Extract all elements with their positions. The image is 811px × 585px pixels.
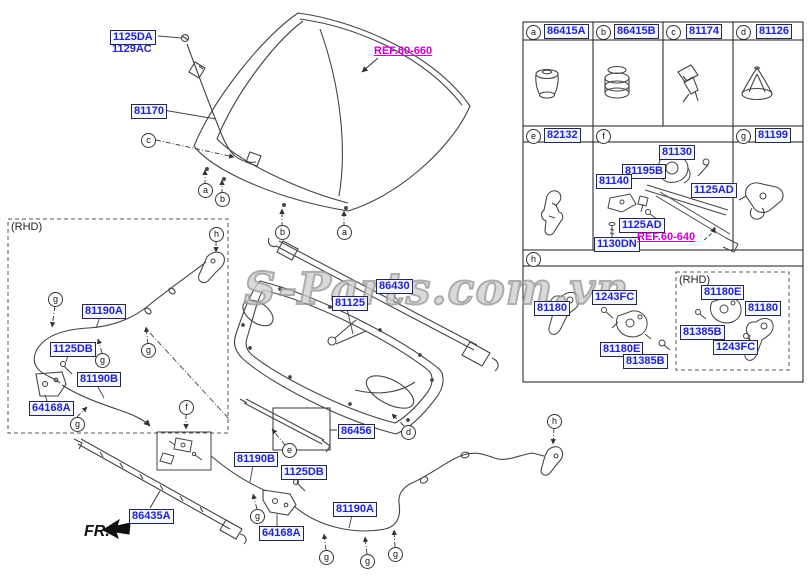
- part-label-64168a[interactable]: 64168A: [259, 526, 304, 541]
- callout-leader-lines: [50, 139, 557, 555]
- part-label-81195b[interactable]: 81195B: [622, 164, 666, 179]
- trim-clip-icon: [541, 190, 564, 236]
- part-label-64168a-rhd[interactable]: 64168A: [29, 401, 74, 416]
- part-label-1125db[interactable]: 1125DB: [281, 465, 327, 480]
- table-callout-g: g: [736, 129, 751, 144]
- table-callout-d: d: [736, 25, 751, 40]
- hood-release-handle-art: [548, 271, 790, 371]
- callout-g: g: [95, 353, 110, 368]
- table-part-86415b[interactable]: 86415B: [614, 24, 659, 39]
- hood-insulator-pad-art: [233, 280, 444, 435]
- retainer-clip-icon: [677, 64, 699, 103]
- callout-g: g: [319, 550, 334, 565]
- part-label-81180-rhd[interactable]: 81180: [745, 301, 781, 316]
- part-label-1130dn[interactable]: 1130DN: [594, 237, 640, 252]
- table-callout-f: f: [596, 129, 611, 144]
- part-label-1125ad[interactable]: 1125AD: [691, 183, 737, 198]
- ref-link-60-640[interactable]: REF.60-640: [637, 231, 696, 243]
- callout-g: g: [250, 509, 265, 524]
- part-label-81180[interactable]: 81180: [534, 301, 570, 316]
- callout-g: g: [388, 547, 403, 562]
- table-callout-c: c: [666, 25, 681, 40]
- hood-prop-rod-art: [180, 33, 262, 167]
- part-label-1125db-rhd[interactable]: 1125DB: [50, 342, 96, 357]
- ref-link-60-660[interactable]: REF.60-660: [374, 45, 433, 57]
- part-label-86430[interactable]: 86430: [376, 279, 413, 294]
- cone-grommet-icon: [741, 66, 773, 101]
- callout-g: g: [70, 417, 85, 432]
- fr-direction-arrow: [102, 518, 131, 540]
- plug-grommet-icon: [535, 68, 559, 99]
- front-seal-strip-art: [73, 438, 247, 545]
- label-leader-lines: [44, 35, 401, 529]
- stacked-grommet-icon: [604, 65, 630, 99]
- table-callout-e: e: [526, 129, 541, 144]
- table-callout-b: b: [596, 25, 611, 40]
- table-part-81199[interactable]: 81199: [755, 128, 791, 143]
- fr-direction-label: FR.: [84, 523, 110, 540]
- table-part-82132[interactable]: 82132: [544, 128, 581, 143]
- part-label-81180e-rhd[interactable]: 81180E: [701, 285, 745, 300]
- callout-b: b: [215, 192, 230, 207]
- part-label-81385b-rhd[interactable]: 81385B: [680, 325, 725, 340]
- part-label-81170[interactable]: 81170: [131, 104, 167, 119]
- rhd-caption-left: (RHD): [11, 221, 43, 233]
- part-label-81385b[interactable]: 81385B: [623, 354, 668, 369]
- rhd-caption-right: (RHD): [679, 274, 711, 286]
- part-label-86456[interactable]: 86456: [338, 424, 375, 439]
- hood-panel-art: [193, 12, 471, 212]
- part-label-81140[interactable]: 81140: [596, 174, 632, 189]
- callout-g: g: [48, 292, 63, 307]
- fastener-table-grid: [522, 21, 804, 383]
- table-callout-h: h: [526, 252, 541, 267]
- table-part-81174[interactable]: 81174: [686, 24, 722, 39]
- callout-d: d: [401, 425, 416, 440]
- rhd-section-box: [7, 218, 231, 434]
- callout-g: g: [141, 343, 156, 358]
- latch-detail-box-art: [156, 431, 212, 471]
- table-part-81126[interactable]: 81126: [756, 24, 792, 39]
- hood-seal-strip-art: [239, 398, 337, 453]
- callout-a: a: [337, 225, 352, 240]
- ref-60-660-arrow: [361, 57, 379, 73]
- callout-b: b: [275, 225, 290, 240]
- part-label-81190a[interactable]: 81190A: [333, 502, 377, 517]
- part-label-81180e[interactable]: 81180E: [600, 342, 644, 357]
- part-label-81190b[interactable]: 81190B: [234, 452, 278, 467]
- part-label-1129ac[interactable]: 1129AC: [112, 43, 152, 55]
- part-label-81190b-rhd[interactable]: 81190B: [77, 372, 121, 387]
- callout-f: f: [179, 400, 194, 415]
- hood-latch-assembly-art: [607, 155, 739, 253]
- callout-c: c: [141, 133, 156, 148]
- callout-a: a: [198, 183, 213, 198]
- callout-g: g: [360, 554, 375, 569]
- part-label-81130[interactable]: 81130: [659, 145, 695, 160]
- callout-h: h: [547, 414, 562, 429]
- table-part-86415a[interactable]: 86415A: [544, 24, 589, 39]
- table-callout-a: a: [526, 25, 541, 40]
- release-cable-rhd-art: [33, 251, 225, 427]
- part-label-1243fc[interactable]: 1243FC: [592, 290, 638, 305]
- part-label-1125ad[interactable]: 1125AD: [619, 218, 665, 233]
- release-cable-art: [210, 446, 564, 532]
- hood-weatherstrip-art: [267, 237, 499, 372]
- part-label-81190a-rhd[interactable]: 81190A: [82, 304, 126, 319]
- callout-h: h: [209, 227, 224, 242]
- part-label-81125[interactable]: 81125: [332, 296, 368, 311]
- callout-e: e: [282, 443, 297, 458]
- part-label-86435a[interactable]: 86435A: [129, 509, 174, 524]
- overslam-bumper-icon: [738, 182, 784, 220]
- part-label-1125da[interactable]: 1125DA: [110, 30, 156, 45]
- part-label-1243fc-rhd[interactable]: 1243FC: [713, 340, 759, 355]
